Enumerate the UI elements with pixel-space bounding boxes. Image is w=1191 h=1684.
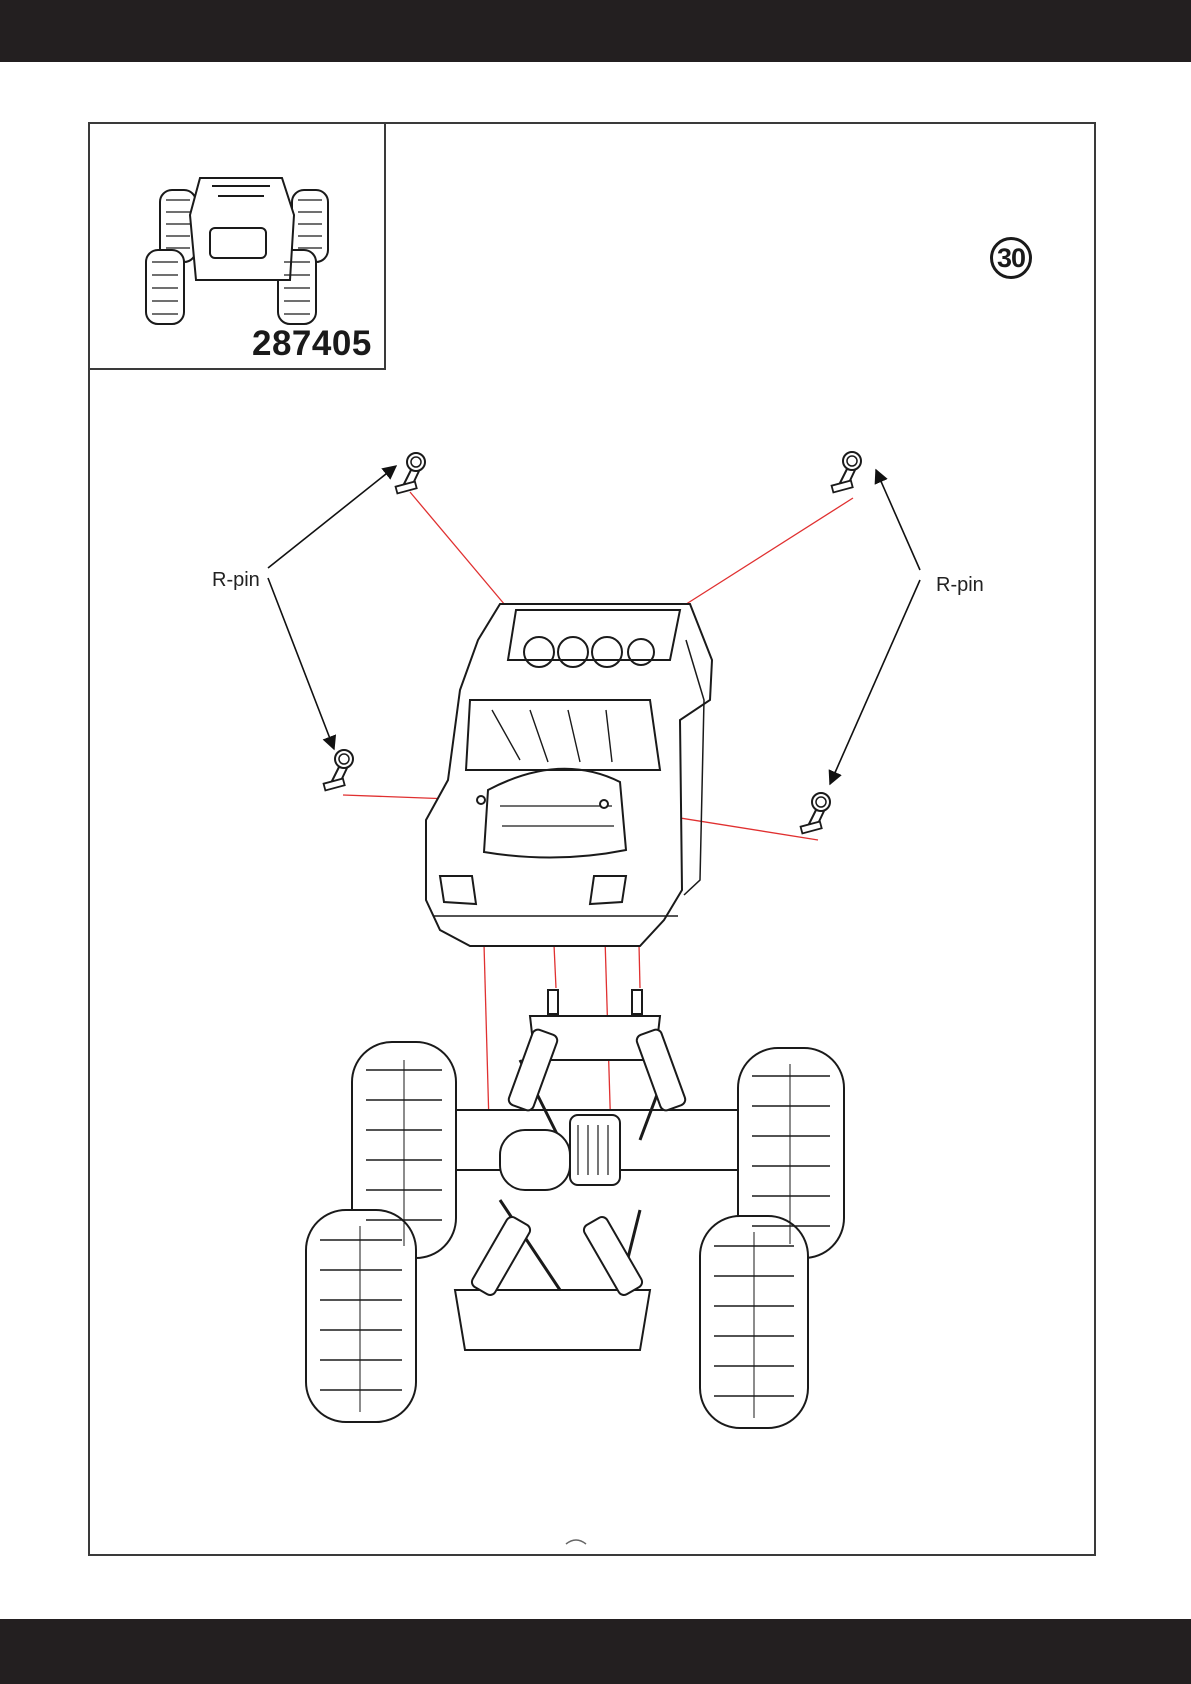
r-pin-clip-icon [832,452,861,492]
r-pin-clip-icon [801,793,830,833]
r-pin-clip-icon [396,453,425,493]
r-pin-clip-icon [324,750,353,790]
footer-bar [0,1619,1191,1684]
part-number: 287405 [252,326,372,361]
truck-chassis [306,990,844,1428]
r-pin-label-left: R-pin [212,570,260,590]
step-number-badge: 30 [990,237,1032,279]
rc-monster-truck-thumbnail [146,178,328,324]
truck-body-shell [426,604,712,946]
r-pin-label-right: R-pin [936,575,984,595]
